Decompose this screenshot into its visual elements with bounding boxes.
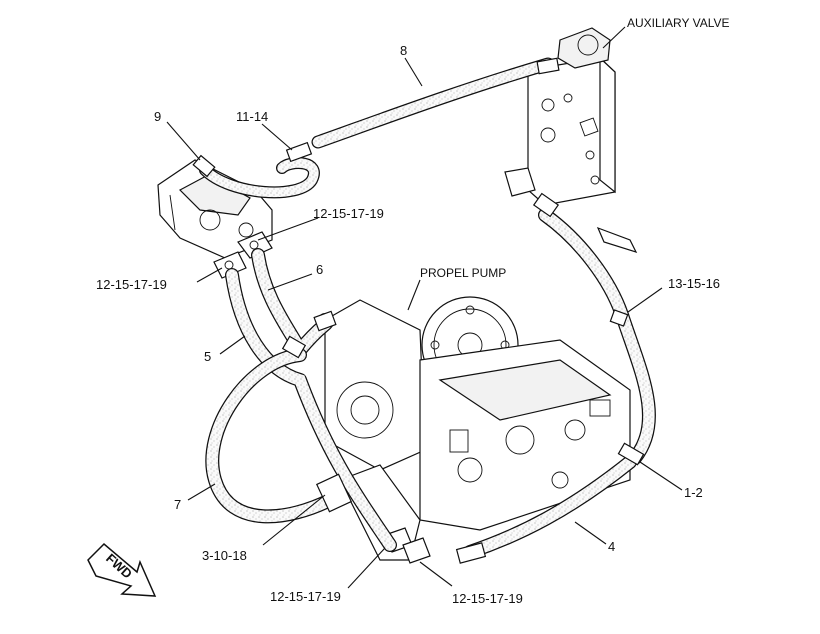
callouts: AUXILIARY VALVE PROPEL PUMP 8 9 11-14 12… [96,16,730,606]
label-propel-pump: PROPEL PUMP [420,266,506,280]
callout-6: 6 [316,262,323,277]
hose-4 [463,455,637,559]
callout-1-2: 1-2 [684,485,703,500]
callout-8: 8 [400,43,407,58]
callout-12-15-17-19-bottom-right: 12-15-17-19 [452,591,523,606]
label-auxiliary-valve: AUXILIARY VALVE [627,16,730,30]
hose-9 [199,157,320,199]
hose-7 [205,348,337,524]
callout-12-15-17-19-bottom-left: 12-15-17-19 [270,589,341,604]
callout-5: 5 [204,349,211,364]
callout-12-15-17-19-left: 12-15-17-19 [96,277,167,292]
callout-7: 7 [174,497,181,512]
callout-4: 4 [608,539,615,554]
auxiliary-valve-block [504,27,638,253]
callout-3-10-18: 3-10-18 [202,548,247,563]
callout-9: 9 [154,109,161,124]
leader-lines [166,26,683,589]
hose-5 [225,268,397,552]
callout-13-15-16: 13-15-16 [668,276,720,291]
callout-12-15-17-19-top: 12-15-17-19 [313,206,384,221]
fwd-arrow-icon: FWD [87,542,157,597]
hose-8 [311,57,555,149]
fittings [192,57,645,564]
callout-11-14: 11-14 [236,109,268,124]
